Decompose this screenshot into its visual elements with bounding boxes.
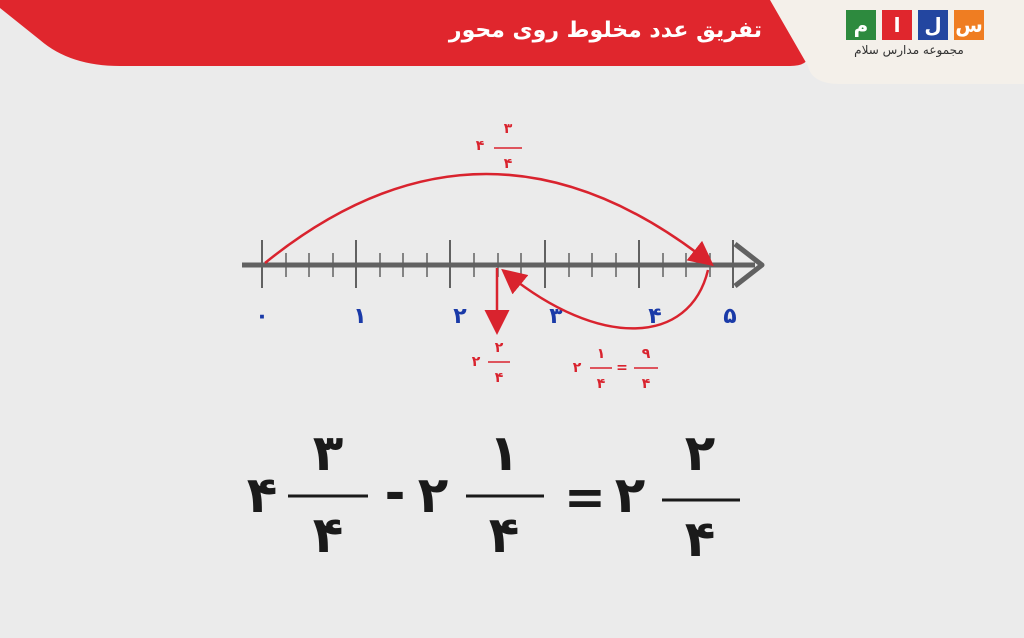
eq-equals-sign: = [564, 468, 606, 526]
result-denominator: ۴ [495, 370, 504, 386]
axis-label-5: ۵ [723, 304, 736, 329]
logo-letter-2: ل [918, 10, 948, 40]
backward-arc-label: ۲ ۱ ۴ = ۹ ۴ [573, 346, 658, 392]
eq-term1-denominator: ۴ [313, 506, 344, 564]
backward-denominator: ۴ [597, 376, 606, 392]
backward-equals: = [616, 360, 628, 376]
axis-label-1: ۱ [353, 304, 366, 329]
eq-result-denominator: ۴ [685, 510, 716, 568]
forward-arc-label: ۴ ۳ ۴ [476, 121, 522, 172]
eq-term1-numerator: ۳ [313, 424, 344, 482]
improper-numerator: ۹ [642, 346, 651, 362]
forward-denominator: ۴ [504, 156, 513, 172]
axis-label-0: ۰ [255, 304, 268, 329]
eq-result-numerator: ۲ [685, 424, 716, 482]
school-logo: س ل ا م مجموعه مدارس سلام [834, 10, 984, 60]
minor-ticks [285, 253, 711, 277]
page-title: تفریق عدد مخلوط روی محور [448, 18, 762, 43]
backward-arc-arrow [501, 268, 710, 330]
forward-arc-arrow [264, 172, 714, 267]
forward-numerator: ۳ [504, 121, 513, 137]
logo-letter-1: س [954, 10, 984, 40]
axis-label-4: ۴ [648, 304, 661, 329]
logo-subtitle: مجموعه مدارس سلام [854, 43, 964, 57]
eq-term2-numerator: ۱ [489, 424, 520, 482]
result-numerator: ۲ [495, 340, 504, 356]
eq-term1-whole: ۴ [247, 466, 278, 524]
logo-letter-3: ا [882, 10, 912, 40]
result-whole: ۲ [472, 354, 481, 370]
major-ticks [261, 240, 734, 288]
axis-label-3: ۳ [549, 304, 563, 329]
backward-whole: ۲ [573, 360, 582, 376]
result-label: ۲ ۲ ۴ [472, 340, 510, 386]
axis-label-2: ۲ [453, 304, 467, 329]
improper-denominator: ۴ [642, 376, 651, 392]
eq-term2-denominator: ۴ [489, 506, 520, 564]
axis-arrow-head [733, 242, 765, 288]
eq-term2-whole: ۲ [418, 466, 449, 524]
logo-letter-4: م [846, 10, 876, 40]
eq-result-whole: ۲ [615, 466, 646, 524]
backward-numerator: ۱ [597, 346, 606, 362]
eq-minus-sign: - [385, 464, 406, 522]
subtraction-equation: ۴ ۳ ۴ - ۲ ۱ ۴ = ۲ ۲ ۴ [247, 424, 740, 568]
forward-whole: ۴ [476, 138, 485, 154]
